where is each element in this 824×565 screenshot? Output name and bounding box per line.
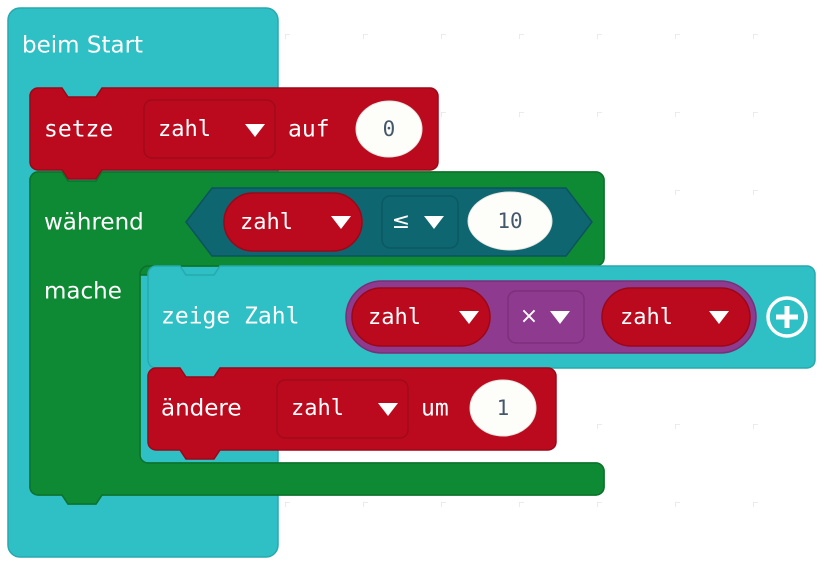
multiplication-left-variable-value: zahl	[368, 305, 421, 330]
multiplication-operator-value: ×	[520, 304, 538, 329]
multiplication-left-variable[interactable]: zahl	[351, 287, 491, 347]
chevron-down-icon	[245, 124, 265, 137]
change-variable-dropdown-value: zahl	[291, 396, 344, 421]
comparison-right-number[interactable]: 10	[467, 191, 553, 251]
show-number-label: zeige Zahl	[161, 304, 299, 330]
comparison-left-variable-bg[interactable]	[223, 192, 363, 252]
change-variable-dropdown[interactable]: zahl	[276, 379, 409, 439]
set-variable-label-prefix: setze	[44, 117, 113, 143]
plus-circle-icon[interactable]	[766, 296, 808, 338]
while-loop-label-while: während	[44, 210, 144, 236]
while-loop-label-do: mache	[44, 279, 122, 305]
on-start-label: beim Start	[22, 33, 143, 59]
chevron-down-icon	[331, 216, 351, 229]
comparison-operator-value: ≤	[392, 209, 410, 234]
comparison-operator-dropdown[interactable]: ≤	[381, 195, 459, 249]
set-variable-label-mid: auf	[288, 117, 330, 143]
comparison-operator-bg[interactable]	[381, 195, 459, 249]
multiplication-left-variable-bg[interactable]	[351, 287, 491, 347]
chevron-down-icon	[550, 311, 570, 324]
change-variable-number-bg[interactable]	[469, 379, 537, 437]
set-variable-number-field[interactable]: 0	[355, 100, 423, 158]
change-variable-number-value: 1	[497, 396, 510, 420]
block-comparison[interactable]: zahl ≤ 10	[185, 187, 593, 257]
set-variable-dropdown-value: zahl	[158, 117, 211, 142]
multiplication-operator-bg[interactable]	[507, 290, 585, 344]
block-while-loop[interactable]: während mache zahl ≤	[29, 171, 605, 505]
comparison-left-variable-value: zahl	[240, 210, 293, 235]
set-variable-number-value: 0	[383, 117, 396, 141]
multiplication-operator-dropdown[interactable]: ×	[507, 290, 585, 344]
multiplication-right-variable-value: zahl	[620, 305, 673, 330]
chevron-down-icon	[378, 403, 398, 416]
multiplication-right-variable[interactable]: zahl	[601, 287, 751, 347]
change-variable-label-mid: um	[421, 396, 449, 422]
block-show-number[interactable]: zeige Zahl zahl ×	[147, 265, 816, 378]
block-change-variable[interactable]: ändere zahl um 1	[147, 367, 557, 460]
set-variable-dropdown[interactable]: zahl	[143, 99, 276, 159]
block-multiplication[interactable]: zahl × zahl	[345, 280, 757, 354]
set-variable-number-bg[interactable]	[355, 100, 423, 158]
chevron-down-icon	[709, 311, 729, 324]
comparison-right-number-bg[interactable]	[467, 191, 553, 251]
comparison-left-variable[interactable]: zahl	[223, 192, 363, 252]
change-variable-dropdown-bg[interactable]	[276, 379, 409, 439]
multiplication-right-variable-bg[interactable]	[601, 287, 751, 347]
block-set-variable[interactable]: setze zahl auf 0	[29, 87, 439, 180]
set-variable-dropdown-bg[interactable]	[143, 99, 276, 159]
change-variable-label-prefix: ändere	[161, 396, 242, 422]
comparison-right-number-value: 10	[497, 209, 522, 233]
chevron-down-icon	[424, 216, 444, 229]
chevron-down-icon	[459, 311, 479, 324]
change-variable-number-field[interactable]: 1	[469, 379, 537, 437]
